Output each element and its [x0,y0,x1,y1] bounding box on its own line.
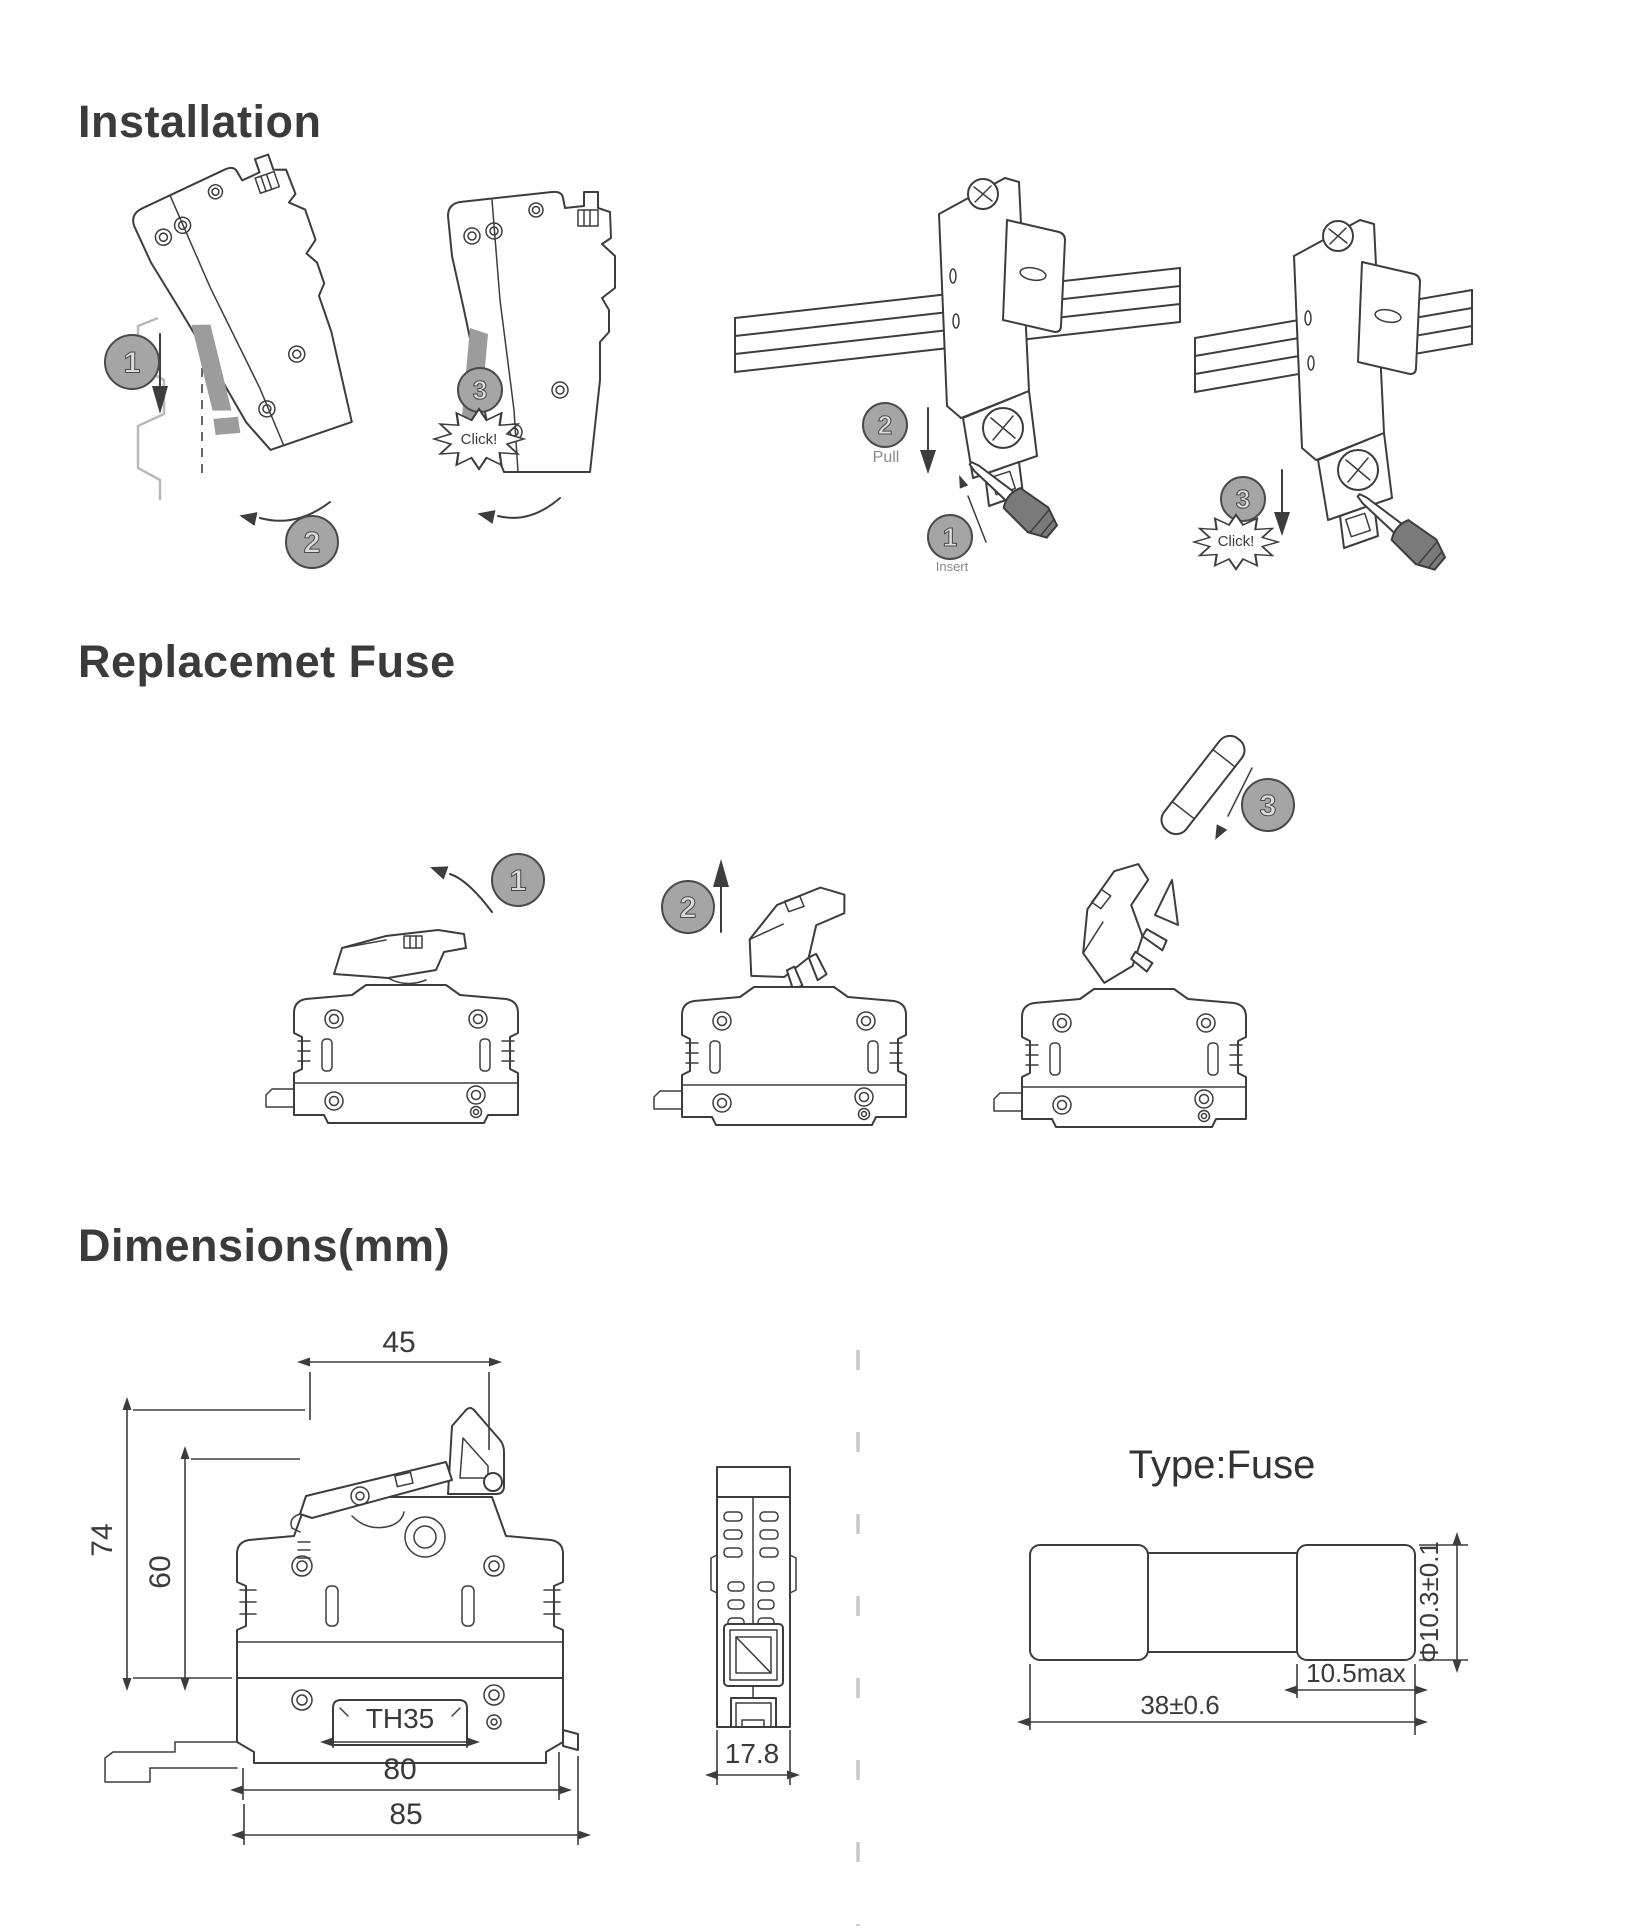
step-1-label: 1 [124,347,141,380]
section-title-dimensions: Dimensions(mm) [78,1220,451,1271]
step-1-label: 1 [510,865,527,898]
dim-60-label: 60 [144,1555,177,1588]
step-badge-2-pull: 2 Pull [862,402,908,466]
click-burst: Click! [433,407,525,471]
installation-diagram-side-views: 1 2 3 Click! [104,147,616,569]
installation-diagram-3d-views: 2 Pull 1 Insert [734,177,1473,577]
pull-label: Pull [873,449,900,466]
step-3-label: 3 [473,375,487,405]
step-badge-1-insert: 1 Insert [927,514,973,574]
step-badge-3: 3 [1241,778,1295,832]
step-arrow-down [152,333,168,414]
section-title-replacement: Replacemet Fuse [78,636,456,687]
fuse-holder-3d-2 [1293,219,1421,549]
step-badge-2: 2 [661,880,715,934]
fuse-type-title: Type:Fuse [1129,1443,1316,1487]
side-view-dimensions: 17.8 [705,1730,800,1785]
step-3-label: 3 [1236,484,1250,514]
step-badge-2: 2 [285,515,339,569]
side-view-drawing [710,1466,797,1728]
step-badge-1: 1 [491,853,545,907]
rotate-arrow-2 [475,497,561,524]
dim-diameter-label: Φ10.3±0.1 [1414,1541,1444,1663]
insert-arrow [954,473,987,543]
fuse-dimensions: Φ10.3±0.1 10.5max 38±0.6 [1017,1532,1468,1735]
click-label: Click! [461,431,498,448]
insert-label: Insert [936,559,969,574]
step-badge-3: 3 [457,367,503,413]
dim-74-label: 74 [86,1523,119,1556]
lift-arrow [713,859,729,933]
front-view-dimensions: 45 74 60 TH35 80 [86,1326,591,1845]
pull-arrow [920,407,936,474]
step-3-label: 3 [1260,790,1277,823]
dim-178-label: 17.8 [725,1738,780,1769]
click-burst-2: Click! [1192,513,1280,571]
dim-cap-label: 10.5max [1306,1658,1406,1688]
step-badge-3-click: 3 [1220,476,1266,522]
click-arrow [1274,469,1290,536]
fuse-holder-3d-1 [938,177,1066,507]
fuse-holder-side-tilted [125,147,377,470]
open-arrow-1 [427,860,493,913]
section-title-installation: Installation [78,96,322,147]
front-view-drawing [104,1407,579,1783]
step-1-label: 1 [943,522,957,552]
dim-th35-label: TH35 [366,1703,434,1734]
step-2-label: 2 [878,410,892,440]
fuse-cartridge [1160,734,1246,836]
replacement-fuse-diagrams: 1 2 [265,734,1295,1128]
fuse-holder-front-3 [993,854,1247,1128]
step-2-label: 2 [304,527,321,560]
dim-80-label: 80 [383,1753,416,1786]
fuse-drawing [1029,1544,1416,1661]
remove-arrow [1209,767,1253,843]
dim-length-label: 38±0.6 [1140,1690,1219,1720]
step-badge-1: 1 [104,334,160,390]
click-label: Click! [1218,533,1255,550]
dimensions-drawings: 45 74 60 TH35 80 [86,1326,1468,1926]
dim-45-label: 45 [382,1326,415,1359]
dim-85-label: 85 [389,1798,422,1831]
step-2-label: 2 [680,892,697,925]
fuse-holder-front-1 [265,929,519,1124]
rotate-arrow [237,501,331,526]
